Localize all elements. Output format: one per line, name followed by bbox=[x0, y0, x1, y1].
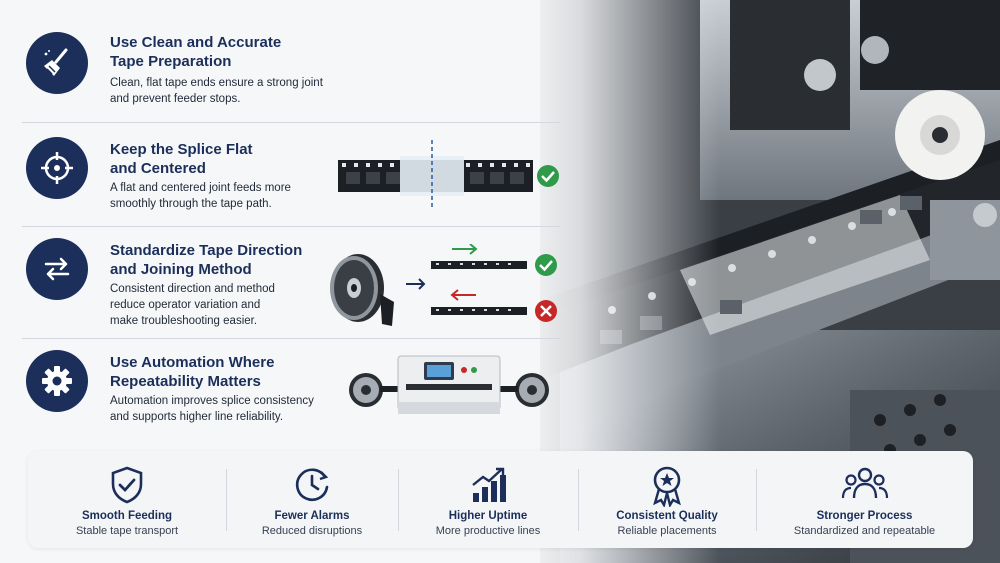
divider bbox=[22, 122, 560, 123]
award-ribbon-icon bbox=[653, 466, 681, 507]
swap-arrows-icon bbox=[26, 238, 88, 300]
team-icon bbox=[841, 467, 888, 499]
benefit-title: Smooth Feeding bbox=[81, 510, 173, 522]
check-icon bbox=[537, 165, 559, 187]
crosshair-icon bbox=[26, 137, 88, 199]
benefit-smooth-feeding: Smooth Feeding Stable tape transport bbox=[28, 451, 226, 548]
benefits-panel: Smooth Feeding Stable tape transport Few… bbox=[28, 451, 973, 548]
benefit-subtitle: More productive lines bbox=[435, 525, 541, 537]
tip-description: Clean, flat tape ends ensure a strong jo… bbox=[110, 77, 323, 105]
benefit-title: Stronger Process bbox=[816, 510, 913, 522]
broom-icon bbox=[26, 32, 88, 94]
clock-icon bbox=[295, 468, 329, 502]
benefit-fewer-alarms: Fewer Alarms Reduced disruptions bbox=[226, 451, 398, 548]
divider bbox=[226, 469, 227, 531]
growth-chart-icon bbox=[472, 467, 506, 502]
benefit-title: Fewer Alarms bbox=[274, 510, 350, 522]
shield-check-icon bbox=[111, 466, 143, 504]
divider bbox=[578, 469, 579, 531]
benefit-subtitle: Reliable placements bbox=[617, 525, 717, 537]
divider bbox=[756, 469, 757, 531]
benefit-subtitle: Stable tape transport bbox=[75, 525, 179, 537]
tape-direction-illustration bbox=[330, 244, 557, 326]
benefit-subtitle: Standardized and repeatable bbox=[793, 525, 936, 537]
benefit-subtitle: Reduced disruptions bbox=[261, 525, 363, 537]
benefit-higher-uptime: Higher Uptime More productive lines bbox=[398, 451, 578, 548]
automatic-splicer-illustration bbox=[349, 355, 549, 414]
flat-splice-illustration bbox=[338, 140, 559, 210]
gear-icon bbox=[26, 350, 88, 412]
benefit-stronger-process: Stronger Process Standardized and repeat… bbox=[756, 451, 973, 548]
benefit-title: Higher Uptime bbox=[448, 510, 528, 522]
benefit-title: Consistent Quality bbox=[616, 510, 718, 522]
divider bbox=[22, 226, 560, 227]
benefit-consistent-quality: Consistent Quality Reliable placements bbox=[578, 451, 756, 548]
divider bbox=[398, 469, 399, 531]
divider bbox=[22, 338, 560, 339]
